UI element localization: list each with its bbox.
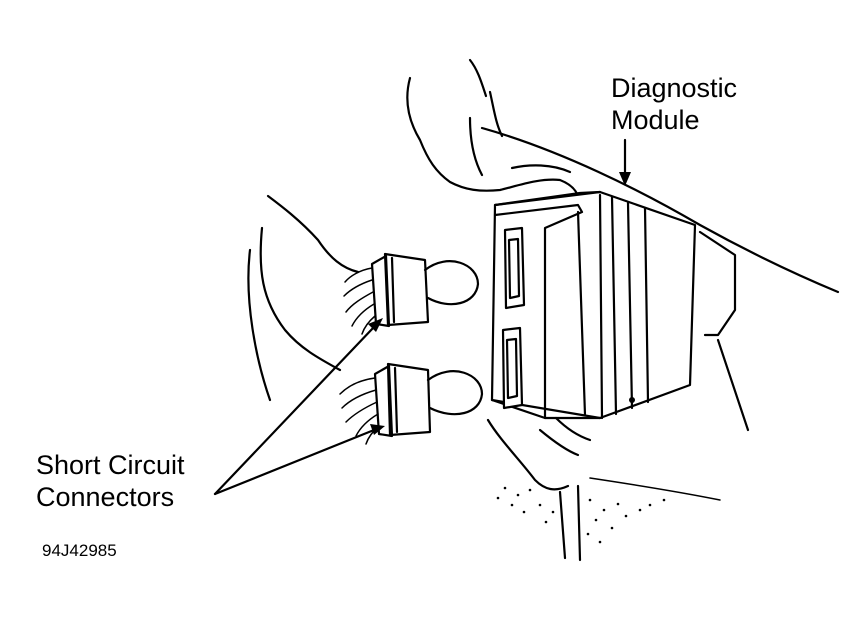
lower-short-circuit-connector xyxy=(339,362,484,445)
dash-panel-edge xyxy=(480,126,840,432)
diagnostic-module-body xyxy=(490,190,697,420)
figure-code: 94J42985 xyxy=(42,541,117,560)
diagnostic-module-label-line2: Module xyxy=(611,105,700,135)
diagnostic-module-leader xyxy=(619,138,631,186)
lower-hand xyxy=(486,416,592,562)
upper-short-circuit-connector xyxy=(343,252,480,335)
short-circuit-connectors-label-line2: Connectors xyxy=(36,482,175,512)
short-circuit-connectors-label-line1: Short Circuit xyxy=(36,450,185,480)
arm xyxy=(247,194,360,402)
floor-stipple xyxy=(496,477,721,544)
upper-hand xyxy=(406,58,580,207)
diagnostic-module-label-line1: Diagnostic xyxy=(611,73,738,103)
short-circuit-connectors-leaders xyxy=(213,318,385,496)
